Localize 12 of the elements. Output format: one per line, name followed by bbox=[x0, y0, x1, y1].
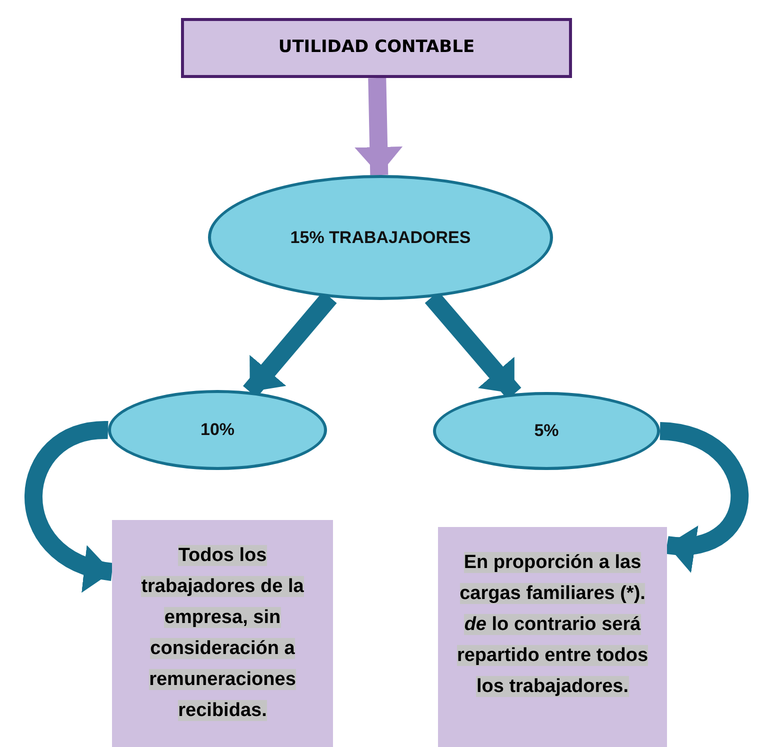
title-text: UTILIDAD CONTABLE bbox=[278, 36, 475, 60]
block-arrow bbox=[658, 422, 749, 570]
text-card bbox=[438, 527, 667, 747]
block-arrow bbox=[354, 78, 403, 176]
description-text: Todos los trabajadores de la empresa, sin consideración a remuneraciones recibidas. bbox=[140, 544, 305, 723]
block-arrow bbox=[24, 421, 114, 590]
text-card bbox=[112, 520, 333, 747]
title-box bbox=[181, 18, 572, 78]
description-text: En proporción a las cargas familiares (*). de lo contrario será repartido entre todos los trabajadores. bbox=[456, 551, 650, 699]
oval-label: 5% bbox=[534, 420, 559, 442]
oval-label: 15% TRABAJADORES bbox=[290, 226, 471, 248]
oval-label: 10% bbox=[200, 419, 235, 441]
